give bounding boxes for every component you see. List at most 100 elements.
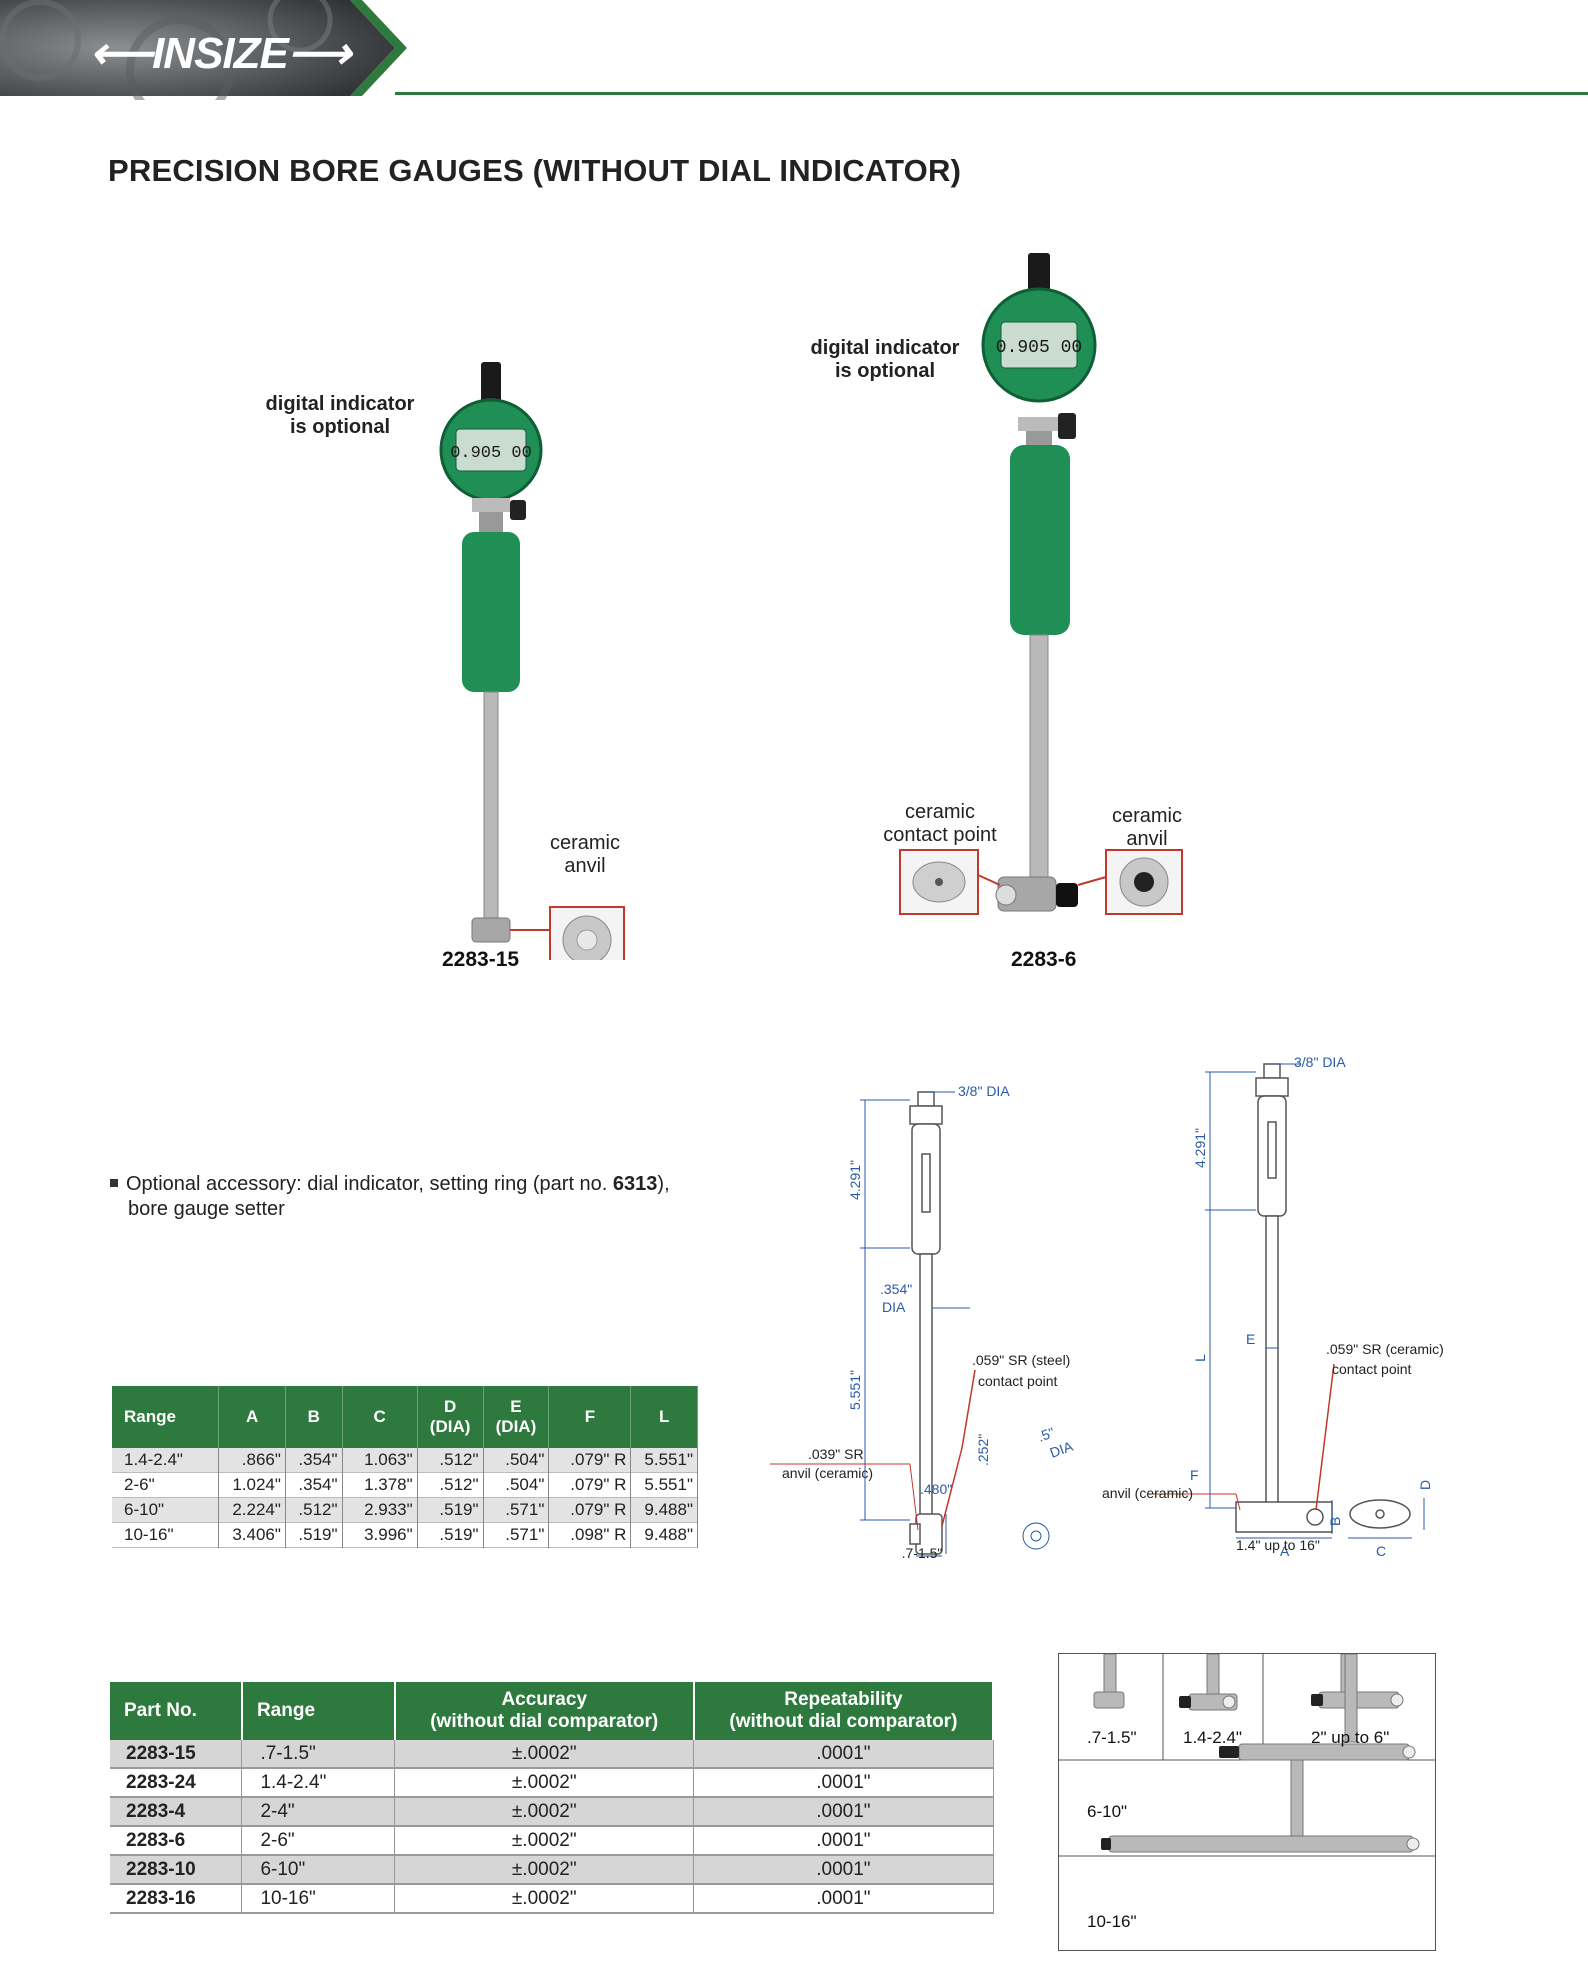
table-row: 2283-15 .7-1.5" ±.0002" .0001": [110, 1740, 994, 1769]
dim-label: E: [1246, 1331, 1255, 1347]
table-cell: .354": [285, 1472, 343, 1498]
dim-label: .252": [975, 1434, 991, 1466]
table-cell: 6-10": [112, 1497, 220, 1523]
table-cell: .504": [483, 1448, 550, 1473]
dim-label: contact point: [978, 1373, 1057, 1389]
dim-label: B: [1327, 1517, 1343, 1526]
dim-label: .5": [1036, 1424, 1057, 1445]
table-cell: .354": [285, 1448, 343, 1473]
table-cell: .098" R: [548, 1522, 632, 1548]
table-cell: 1.4-2.4": [241, 1768, 396, 1798]
table-cell: .571": [483, 1522, 550, 1548]
callout-line: anvil: [564, 855, 606, 877]
drawing-caption: .7-1.5": [902, 1545, 943, 1561]
table-cell: 2.224": [218, 1497, 286, 1523]
bullet-square-icon: [110, 1179, 118, 1187]
table-cell: 1.063": [342, 1448, 418, 1473]
table-cell: .0001": [693, 1768, 994, 1798]
note-text: bore gauge setter: [128, 1198, 285, 1220]
dim-label: DIA: [882, 1299, 906, 1315]
model-label: 2283-6: [1011, 948, 1077, 971]
table-cell: .079" R: [548, 1497, 632, 1523]
table-cell: 10-16": [112, 1522, 220, 1548]
setup-label: 10-16": [1087, 1912, 1137, 1931]
table-header-row: Part No. Range Accuracy (without dial co…: [110, 1682, 995, 1740]
dim-label: .059" SR (steel): [972, 1352, 1070, 1368]
table-cell: .519": [285, 1522, 343, 1548]
note-text: Optional accessory: dial indicator, sett…: [126, 1173, 613, 1195]
table-cell: 3.406": [218, 1522, 286, 1548]
dim-label: contact point: [1332, 1361, 1411, 1377]
col-header: F: [548, 1386, 632, 1448]
dim-label: DIA: [1048, 1438, 1076, 1461]
callout-line: ceramic: [1111, 805, 1182, 827]
table-cell: .0001": [693, 1884, 994, 1914]
table-row: 2-6" 1.024" .354" 1.378" .512" .504" .07…: [112, 1472, 698, 1498]
col-header: A: [218, 1386, 286, 1448]
model-label: 2283-15: [442, 948, 520, 971]
col-header: C: [342, 1386, 418, 1448]
dimension-table: Range A B C D (DIA) E (DIA) F L 1.4-2.4"…: [112, 1386, 698, 1548]
col-header: L: [630, 1386, 698, 1448]
dim-label: .480": [920, 1481, 952, 1497]
dim-label: C: [1376, 1543, 1386, 1559]
callout-ceramic-anvil: ceramic anvil: [530, 832, 640, 878]
table-cell: 2283-10: [110, 1855, 243, 1885]
dim-label: .039" SR: [808, 1446, 864, 1462]
dim-label: 3/8" DIA: [1294, 1054, 1346, 1070]
anvil-setup-illustrations: [1059, 1654, 1435, 1857]
setup-label: 6-10": [1087, 1802, 1128, 1821]
table-cell: ±.0002": [394, 1884, 695, 1914]
table-cell: .079" R: [548, 1448, 632, 1473]
table-cell: .0001": [693, 1740, 994, 1769]
col-header: E (DIA): [483, 1386, 550, 1448]
anvil-setup-grid: .7-1.5" 1.4-2.4" 2" up to 6" 6-10" 10-16…: [1058, 1653, 1436, 1951]
setup-label: .7-1.5": [1087, 1728, 1137, 1747]
table-cell: ±.0002": [394, 1797, 695, 1827]
table-cell: 2283-16: [110, 1884, 243, 1914]
callout-ceramic-contact-point: ceramic contact point: [880, 801, 1000, 847]
table-cell: .512": [417, 1472, 484, 1498]
table-row: 2283-6 2-6" ±.0002" .0001": [110, 1826, 994, 1856]
note-line: is optional: [835, 360, 935, 382]
table-cell: .519": [417, 1497, 484, 1523]
table-cell: 2283-6: [110, 1826, 243, 1856]
table-row: 2283-10 6-10" ±.0002" .0001": [110, 1855, 994, 1885]
page-title: PRECISION BORE GAUGES (WITHOUT DIAL INDI…: [108, 153, 962, 188]
dim-label: anvil (ceramic): [1102, 1485, 1193, 1501]
table-cell: .512": [417, 1448, 484, 1473]
table-cell: 3.996": [342, 1522, 418, 1548]
lcd-readout: 0.905 00: [450, 444, 532, 463]
dim-label: 3/8" DIA: [958, 1083, 1010, 1099]
col-header: Repeatability (without dial comparator): [693, 1682, 995, 1740]
table-cell: ±.0002": [394, 1740, 695, 1769]
callout-ceramic-anvil: ceramic anvil: [1092, 805, 1202, 851]
table-cell: 1.378": [342, 1472, 418, 1498]
table-cell: 10-16": [241, 1884, 396, 1914]
table-row: 1.4-2.4" .866" .354" 1.063" .512" .504" …: [112, 1448, 698, 1473]
table-cell: 2-6": [112, 1472, 220, 1498]
table-row: 2283-16 10-16" ±.0002" .0001": [110, 1884, 994, 1914]
table-cell: 2283-4: [110, 1797, 243, 1827]
setup-label: 1.4-2.4": [1183, 1728, 1242, 1747]
dim-label: 5.551": [847, 1370, 863, 1410]
col-header: D (DIA): [417, 1386, 484, 1448]
table-cell: 2.933": [342, 1497, 418, 1523]
technical-drawing-large: 3/8" DIA 4.291" L E .059" SR (ceramic) c…: [1102, 1054, 1444, 1559]
table-cell: 2283-24: [110, 1768, 243, 1798]
table-cell: 9.488": [630, 1497, 698, 1523]
dim-label: F: [1190, 1467, 1199, 1483]
table-cell: .512": [285, 1497, 343, 1523]
table-cell: .519": [417, 1522, 484, 1548]
table-cell: 1.024": [218, 1472, 286, 1498]
table-cell: ±.0002": [394, 1855, 695, 1885]
dim-label: L: [1192, 1354, 1208, 1362]
table-cell: .0001": [693, 1826, 994, 1856]
table-cell: .0001": [693, 1855, 994, 1885]
optional-note: digital indicator is optional: [795, 337, 975, 383]
dim-label: D: [1417, 1480, 1433, 1490]
drawing-caption: 1.4" up to 16": [1236, 1537, 1320, 1553]
lcd-readout: 0.905 00: [996, 338, 1082, 358]
table-row: 2283-24 1.4-2.4" ±.0002" .0001": [110, 1768, 994, 1798]
col-header: B: [285, 1386, 343, 1448]
